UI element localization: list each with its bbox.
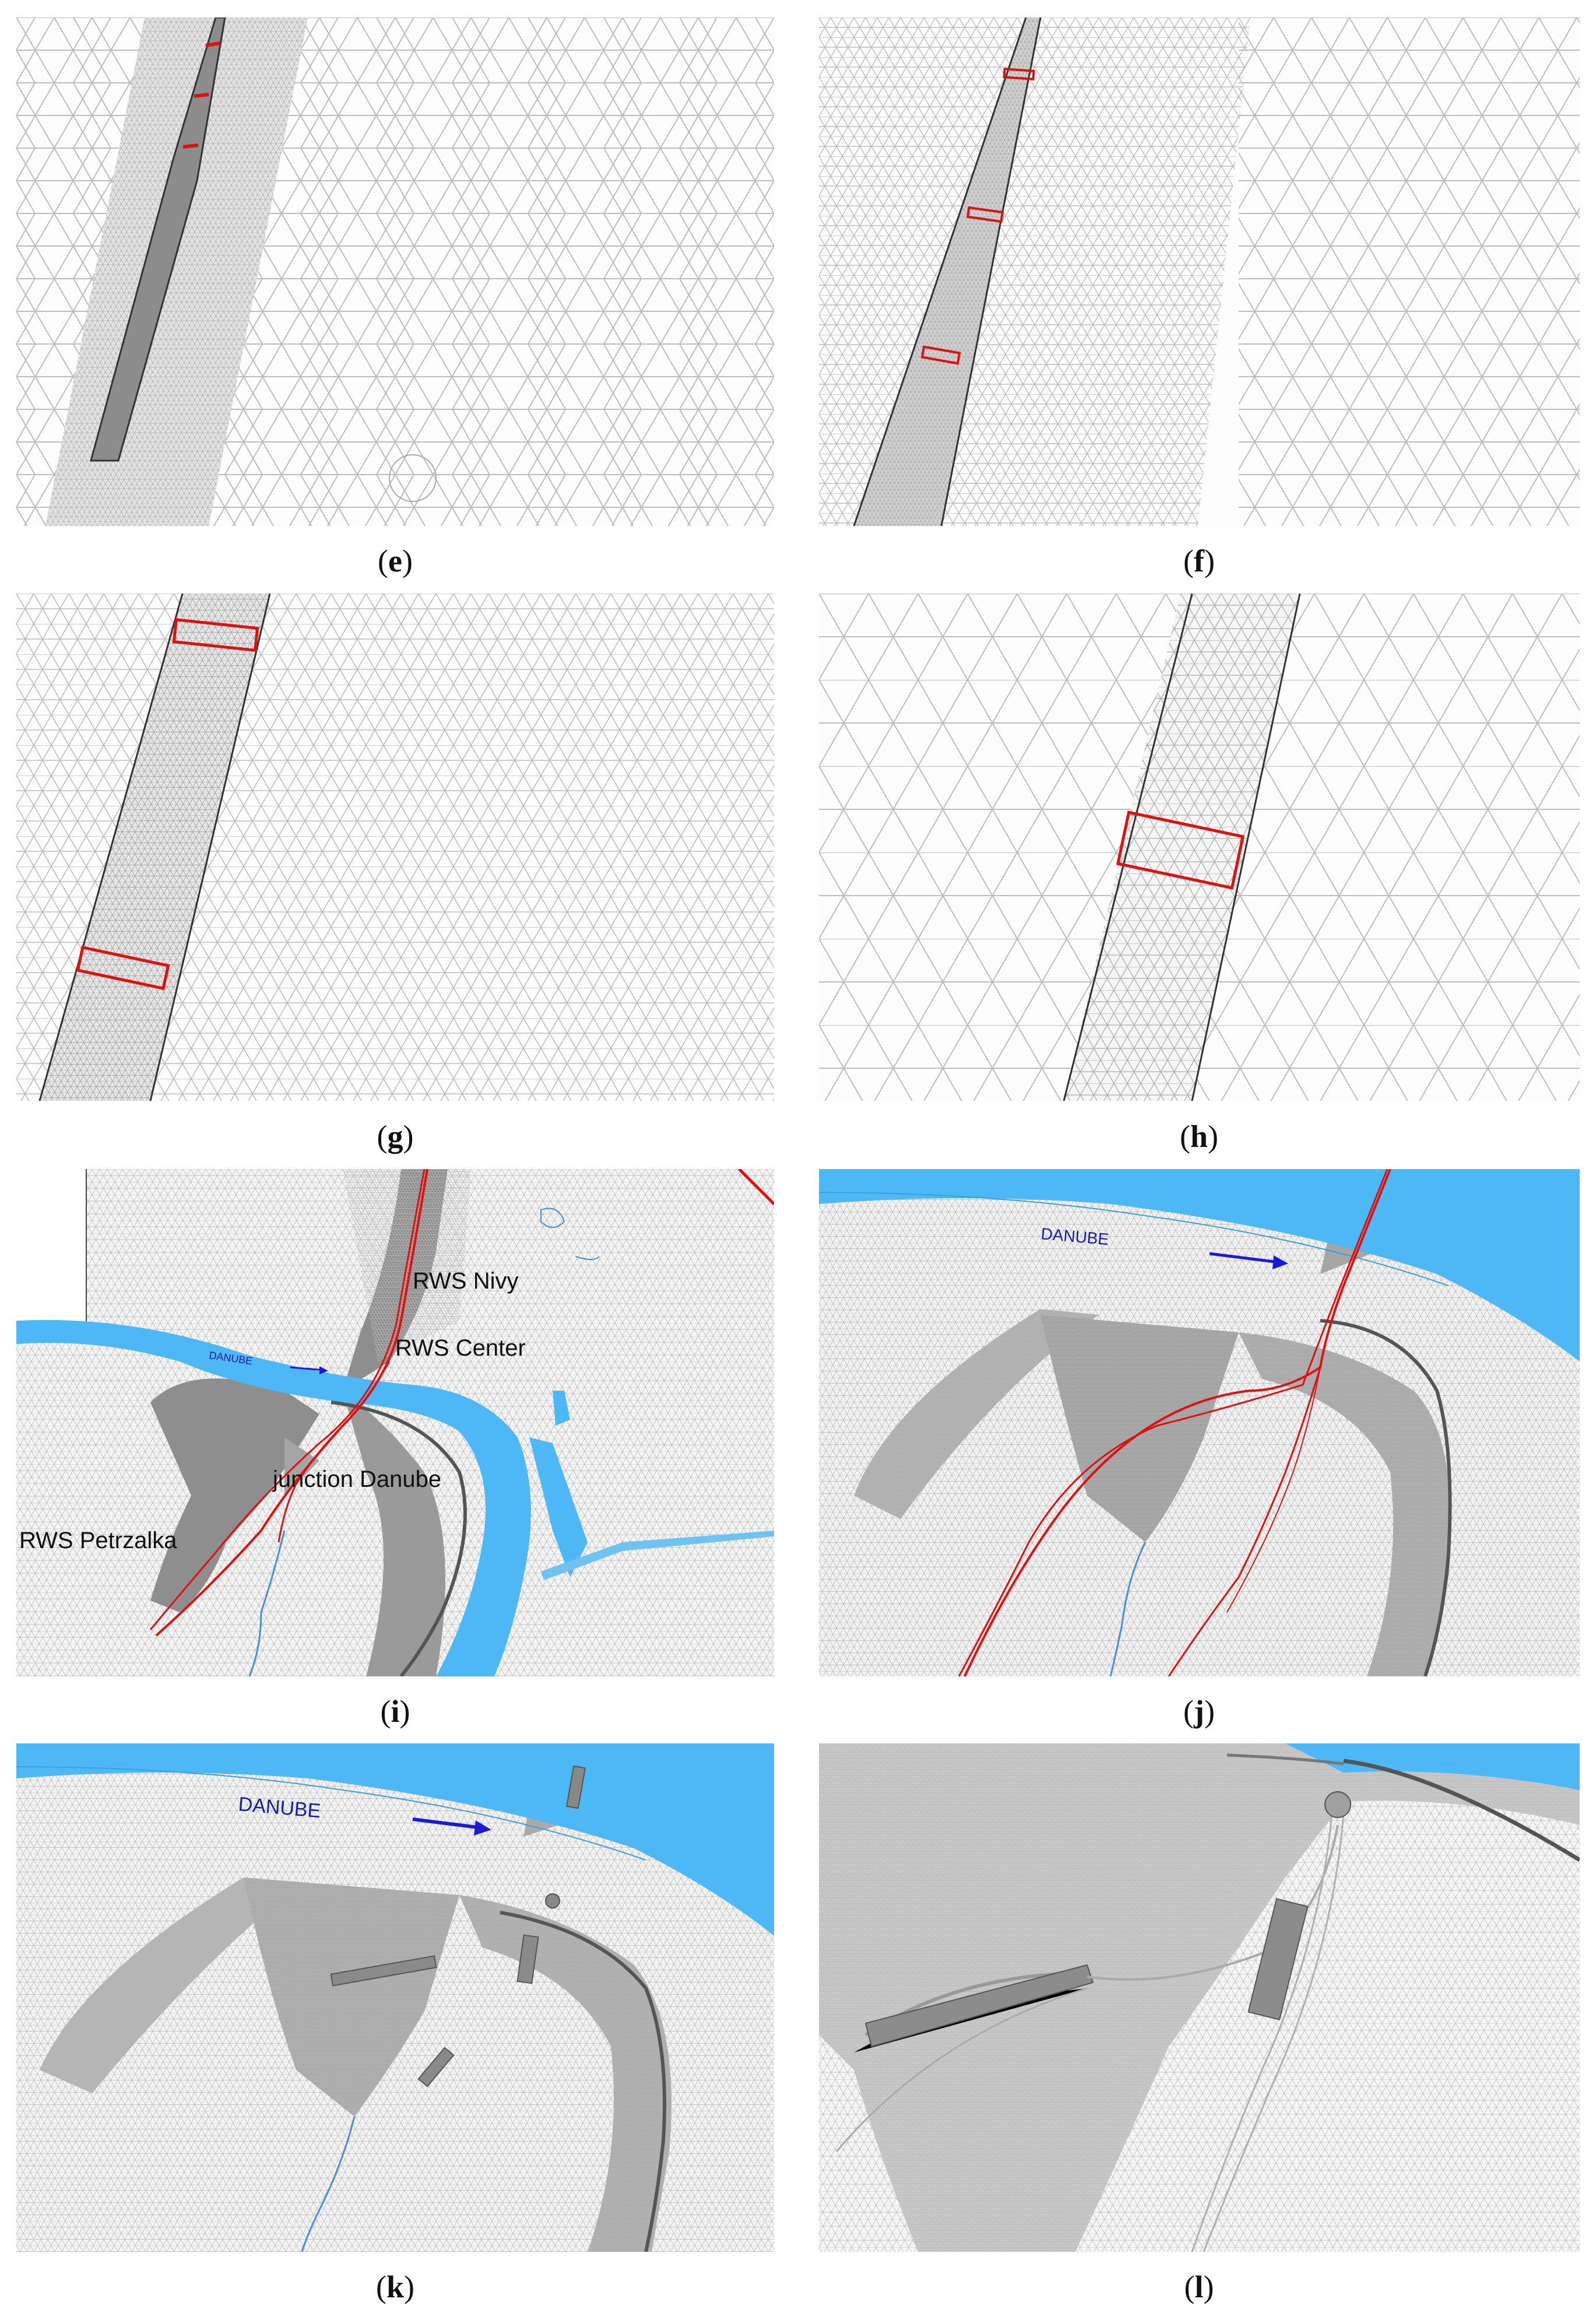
panel-k: DANUBE xyxy=(16,1743,774,2252)
panel-caption-g: (g) xyxy=(377,1119,414,1154)
panel-l xyxy=(819,1743,1580,2252)
panel-caption-k: (k) xyxy=(375,2269,414,2304)
panel-caption-e: (e) xyxy=(378,543,413,578)
panel-caption-h: (h) xyxy=(1179,1119,1218,1154)
panel-caption-j: (j) xyxy=(1183,1694,1215,1729)
label-rws-petrzalka: RWS Petrzalka xyxy=(19,1528,177,1553)
panel-caption-f: (f) xyxy=(1183,543,1215,578)
panel-j: DANUBE xyxy=(819,1169,1580,1676)
label-junction-danube: junction Danube xyxy=(272,1466,441,1492)
panel-g xyxy=(16,594,774,1101)
panel-i: DANUBE RWS Nivy RWS Center junction Danu… xyxy=(16,1169,774,1676)
panel-e xyxy=(16,17,774,526)
panel-f xyxy=(819,17,1580,526)
panel-caption-i: (i) xyxy=(380,1694,410,1729)
panel-h xyxy=(819,594,1580,1101)
label-rws-nivy: RWS Nivy xyxy=(413,1268,518,1294)
panel-caption-l: (l) xyxy=(1184,2269,1214,2304)
label-rws-center: RWS Center xyxy=(395,1335,526,1361)
